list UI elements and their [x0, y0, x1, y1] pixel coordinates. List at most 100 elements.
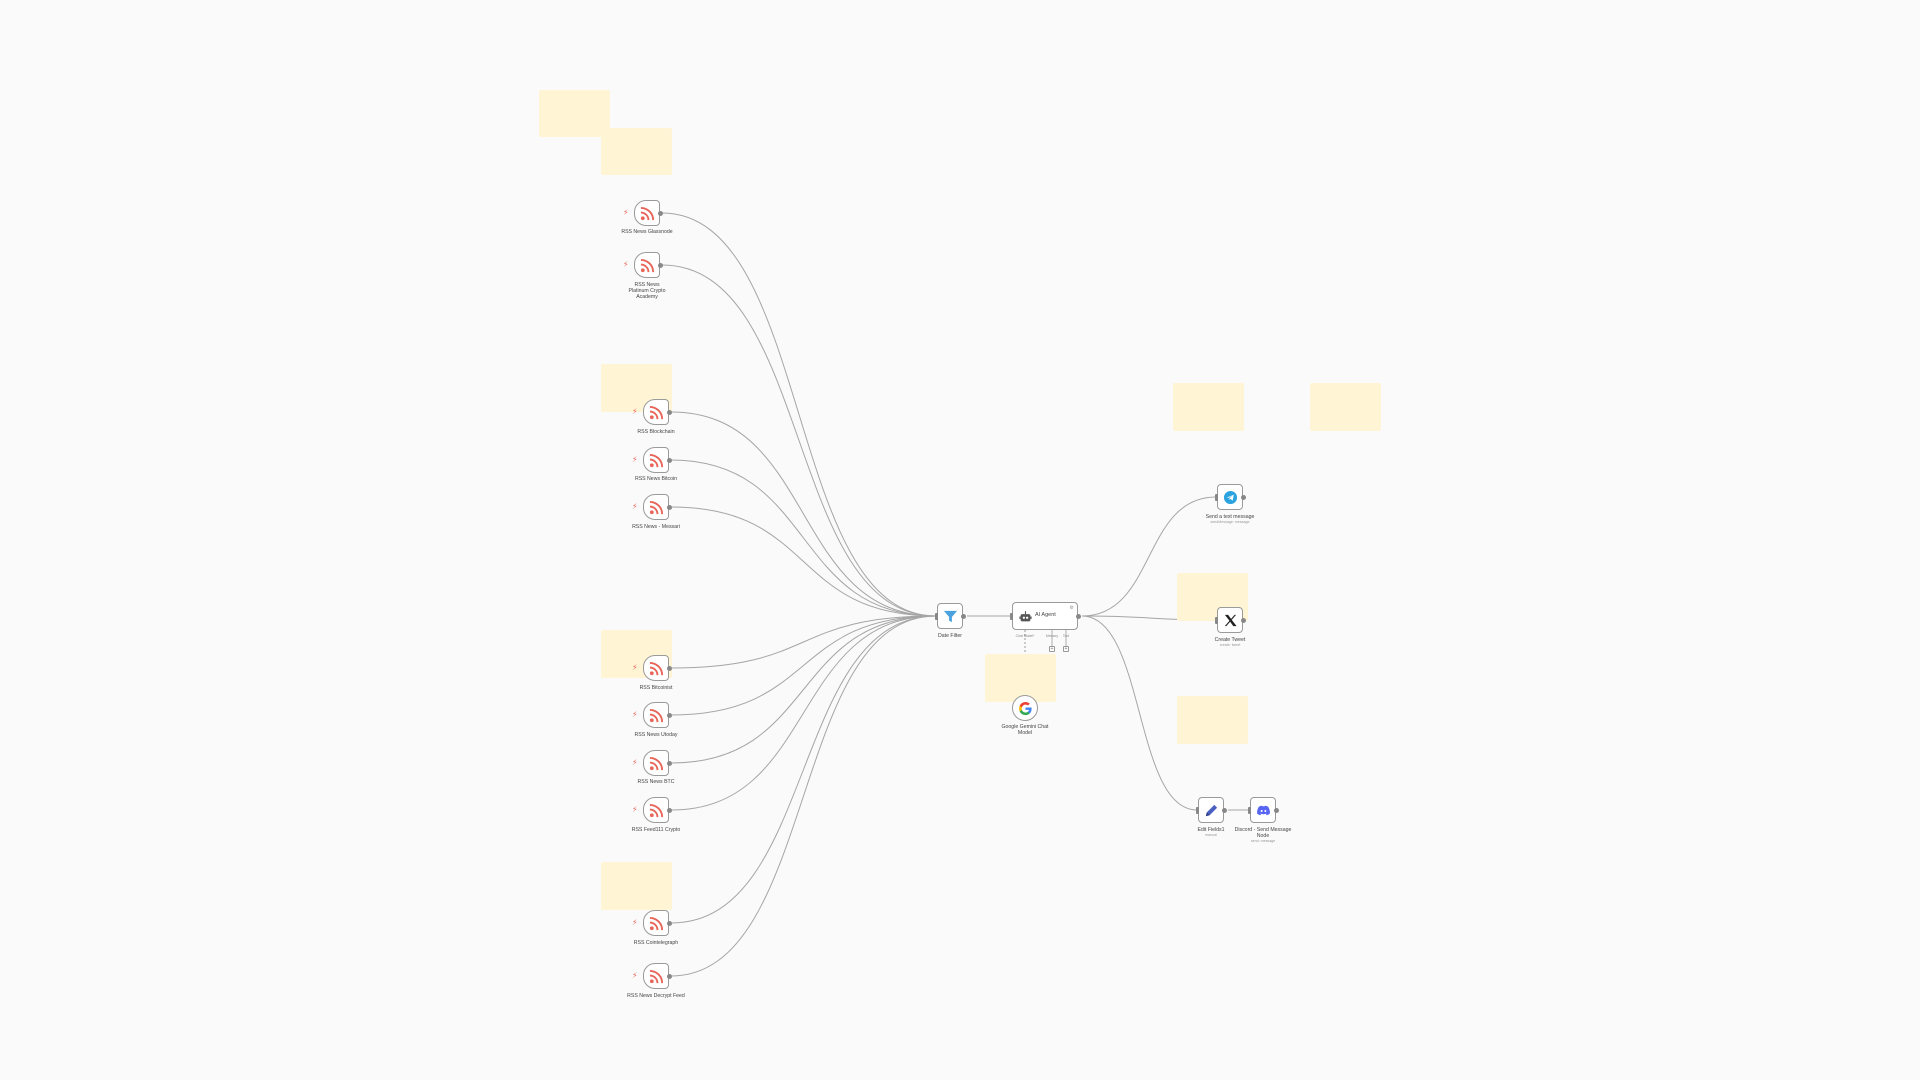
output-port[interactable]: [667, 712, 672, 718]
rss-node-platinum-crypto-academy[interactable]: ⚡: [623, 252, 663, 278]
connection-wire[interactable]: [670, 615, 937, 811]
input-port[interactable]: [935, 612, 938, 620]
connection-wire[interactable]: [670, 615, 937, 669]
rss-node-messari[interactable]: ⚡: [632, 494, 672, 520]
rss-node-utoday[interactable]: ⚡: [632, 702, 672, 728]
rss-node-bitcoin[interactable]: ⚡: [632, 447, 672, 473]
connection-wire[interactable]: [670, 615, 937, 764]
trigger-bolt-icon: ⚡: [632, 758, 638, 767]
rss-node-feed111-crypto[interactable]: ⚡: [632, 797, 672, 823]
rss-node-decrypt-feed[interactable]: ⚡: [632, 963, 672, 989]
settings-icon[interactable]: ⚙: [1069, 605, 1074, 611]
rss-icon: [649, 916, 663, 930]
telegram-send-message-node[interactable]: [1215, 484, 1246, 510]
sticky-note[interactable]: [601, 862, 672, 910]
rss-icon: [649, 405, 663, 419]
output-port[interactable]: [667, 665, 672, 671]
trigger-bolt-icon: ⚡: [632, 407, 638, 416]
input-port[interactable]: [1010, 612, 1013, 620]
rss-icon: [649, 453, 663, 467]
rss-node-glassnode[interactable]: ⚡: [623, 200, 663, 226]
node-subtitle: send: message: [1250, 839, 1276, 843]
sticky-note[interactable]: [1310, 383, 1381, 431]
connection-wire[interactable]: [661, 212, 937, 617]
input-port[interactable]: [1248, 806, 1251, 814]
rss-node-blockchain[interactable]: ⚡: [632, 399, 672, 425]
sticky-note[interactable]: [601, 128, 672, 175]
add-tool-button[interactable]: +: [1063, 646, 1069, 652]
output-port[interactable]: [667, 457, 672, 463]
node-label: RSS News Utoday: [634, 732, 678, 738]
google-icon: [1018, 701, 1032, 715]
rss-icon: [649, 756, 663, 770]
node-label: RSS Bitcoinist: [639, 685, 673, 691]
pencil-icon: [1205, 804, 1217, 816]
edit-fields-node[interactable]: [1196, 797, 1227, 823]
output-port[interactable]: [667, 504, 672, 510]
rss-icon: [649, 500, 663, 514]
x-logo-icon: [1224, 614, 1237, 626]
connection-wire[interactable]: [670, 506, 937, 617]
node-label: RSS News Platinum Crypto Academy: [628, 282, 666, 300]
sticky-note[interactable]: [1173, 383, 1244, 431]
node-label: Discord - Send Message Node: [1234, 827, 1292, 839]
input-port[interactable]: [1196, 806, 1199, 814]
node-label: Google Gemini Chat Model: [1001, 724, 1049, 736]
node-label: Create Tweet: [1214, 637, 1246, 643]
input-port[interactable]: [1215, 493, 1218, 501]
rss-icon: [649, 803, 663, 817]
connection-wire[interactable]: [670, 615, 937, 924]
gemini-chat-model-node[interactable]: [1012, 695, 1038, 721]
telegram-icon: [1223, 490, 1237, 504]
output-port[interactable]: [658, 262, 663, 268]
rss-node-bitcoinist[interactable]: ⚡: [632, 655, 672, 681]
rss-icon: [649, 969, 663, 983]
filter-icon: [943, 610, 957, 622]
rss-icon: [649, 708, 663, 722]
trigger-bolt-icon: ⚡: [632, 502, 638, 511]
output-port[interactable]: [1274, 807, 1279, 813]
node-subtitle: create: tweet: [1219, 643, 1241, 647]
output-port[interactable]: [961, 613, 966, 619]
connector-label-memory: Memory: [1045, 634, 1059, 638]
connection-wire[interactable]: [661, 264, 937, 617]
trigger-bolt-icon: ⚡: [632, 663, 638, 672]
sticky-note[interactable]: [539, 90, 610, 137]
sticky-note[interactable]: [985, 654, 1056, 702]
date-filter-node[interactable]: [935, 603, 966, 629]
node-label: RSS Blockchain: [637, 429, 675, 435]
output-port[interactable]: [1241, 494, 1246, 500]
discord-send-message-node[interactable]: [1248, 797, 1279, 823]
output-port[interactable]: [1222, 807, 1227, 813]
output-port[interactable]: [658, 210, 663, 216]
ai-agent-node[interactable]: AI Agent ⚙: [1010, 602, 1081, 630]
output-port[interactable]: [667, 807, 672, 813]
create-tweet-node[interactable]: [1215, 607, 1246, 633]
connection-wire[interactable]: [670, 615, 937, 716]
connection-wire[interactable]: [670, 615, 937, 977]
output-port[interactable]: [667, 760, 672, 766]
output-port[interactable]: [667, 409, 672, 415]
node-label: RSS Cointelegraph: [633, 940, 679, 946]
output-port[interactable]: [1076, 613, 1081, 619]
output-port[interactable]: [1241, 617, 1246, 623]
node-label: RSS News BTC: [637, 779, 675, 785]
rss-node-cointelegraph[interactable]: ⚡: [632, 910, 672, 936]
node-label: Date Filter: [938, 633, 962, 639]
rss-node-btc[interactable]: ⚡: [632, 750, 672, 776]
discord-icon: [1256, 805, 1270, 815]
node-label: RSS News Bitcoin: [634, 476, 678, 482]
connection-wire[interactable]: [670, 459, 937, 617]
node-subtitle: sendMessage: message: [1210, 520, 1250, 524]
trigger-bolt-icon: ⚡: [632, 918, 638, 927]
trigger-bolt-icon: ⚡: [623, 208, 629, 217]
connection-wire[interactable]: [670, 411, 937, 617]
input-port[interactable]: [1215, 616, 1218, 624]
output-port[interactable]: [667, 973, 672, 979]
trigger-bolt-icon: ⚡: [632, 971, 638, 980]
sticky-note[interactable]: [1177, 696, 1248, 744]
add-memory-button[interactable]: +: [1049, 646, 1055, 652]
output-port[interactable]: [667, 920, 672, 926]
